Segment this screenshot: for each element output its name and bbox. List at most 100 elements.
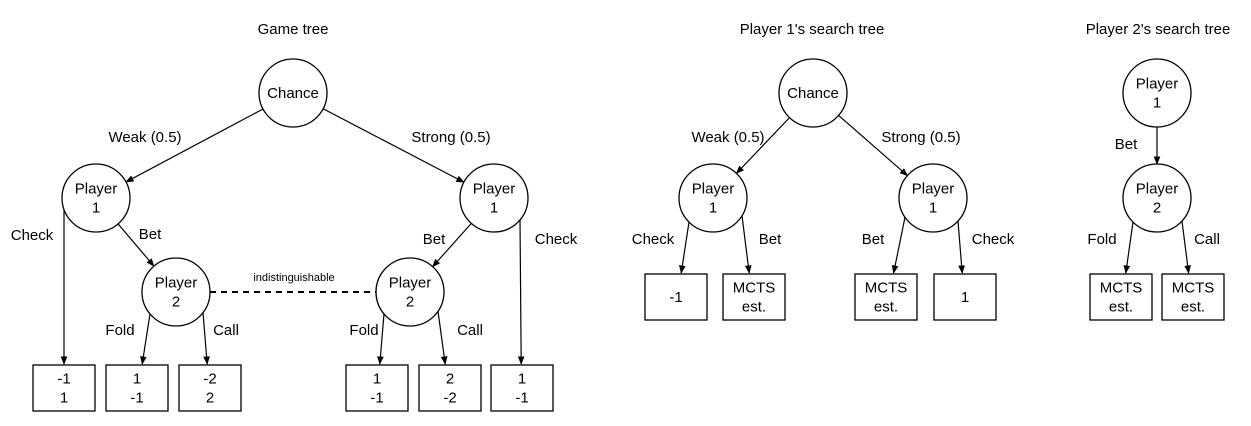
game-tree-heading: Game tree <box>257 21 329 38</box>
node-label-s1-leaf3-0: MCTS <box>865 280 908 297</box>
node-label-g-leaf6-0: 1 <box>518 371 526 388</box>
node-label-g-leaf2-1: -1 <box>130 390 143 407</box>
edge-label-s2-bet: Bet <box>1115 136 1138 153</box>
s1-edge-bet-right <box>891 217 906 274</box>
node-circle-s1-p1-weak: Player 1 <box>678 163 748 233</box>
edge-label-g-fold-left: Fold <box>105 322 134 339</box>
edge-fold-right <box>377 313 385 365</box>
node-label-s1-leaf1-0: -1 <box>669 289 682 306</box>
edge-label-s2-call: Call <box>1194 231 1220 248</box>
edge-label-g-bet-left: Bet <box>139 226 162 243</box>
player2-search-tree-heading: Player 2's search tree <box>1085 21 1231 38</box>
leaf-box-g-leaf2: 1-1 <box>105 364 169 412</box>
node-label-s1-leaf2-0: MCTS <box>733 280 776 297</box>
leaf-box-g-leaf6: 1-1 <box>490 364 554 412</box>
leaf-box-g-leaf3: -22 <box>178 364 242 412</box>
edge-chance-to-player1-weak <box>125 108 264 183</box>
node-label-g-p2-right-0: Player <box>389 275 432 292</box>
node-label-g-p1-strong-1: 1 <box>490 200 498 217</box>
node-label-g-p1-weak-0: Player <box>75 181 118 198</box>
node-circle-g-p1-weak: Player 1 <box>61 163 131 233</box>
node-label-s1-chance-0: Chance <box>787 85 839 102</box>
node-label-g-leaf1-0: -1 <box>57 371 70 388</box>
node-label-s2-p1-0: Player <box>1136 76 1179 93</box>
edge-check-right <box>517 219 525 365</box>
node-label-g-leaf5-0: 2 <box>446 371 454 388</box>
node-label-g-chance-0: Chance <box>267 85 319 102</box>
edge-label-g-call-left: Call <box>213 322 239 339</box>
node-label-g-leaf3-0: -2 <box>203 371 216 388</box>
s2-edge-call <box>1181 220 1191 274</box>
node-label-g-leaf4-0: 1 <box>373 371 381 388</box>
node-label-g-p2-left-0: Player <box>155 275 198 292</box>
leaf-box-g-leaf1: -11 <box>32 364 96 412</box>
edge-label-s1-bet-right: Bet <box>862 231 885 248</box>
edge-label-s1-strong: Strong (0.5) <box>881 129 960 146</box>
edge-label-g-check-right: Check <box>535 231 578 248</box>
node-label-g-leaf3-1: 2 <box>206 390 214 407</box>
node-label-s2-leaf2-0: MCTS <box>1172 280 1215 297</box>
node-circle-g-p2-right: Player 2 <box>375 257 445 327</box>
edge-label-s1-weak: Weak (0.5) <box>691 129 764 146</box>
node-circle-s2-p1: Player 1 <box>1122 58 1192 128</box>
node-label-s2-p2-1: 2 <box>1153 200 1161 217</box>
leaf-box-g-leaf5: 2-2 <box>418 364 482 412</box>
node-label-g-leaf1-1: 1 <box>60 390 68 407</box>
edge-label-g-fold-right: Fold <box>349 322 378 339</box>
leaf-box-s2-leaf2: MCTS est. <box>1161 273 1225 321</box>
edge-label-g-strong: Strong (0.5) <box>411 129 490 146</box>
s1-edge-chance-to-player1-strong <box>838 114 909 177</box>
leaf-box-s1-leaf3: MCTS est. <box>854 273 918 321</box>
edge-bet-left <box>117 223 155 267</box>
node-circle-g-p2-left: Player 2 <box>141 257 211 327</box>
node-label-s2-p1-1: 1 <box>1153 95 1161 112</box>
edge-label-s2-fold: Fold <box>1087 231 1116 248</box>
s2-edge-fold <box>1123 221 1134 274</box>
node-circle-s2-p2: Player 2 <box>1122 163 1192 233</box>
node-label-s1-leaf2-1: est. <box>742 299 766 316</box>
edge-call-right <box>437 311 448 365</box>
player1-search-tree-heading: Player 1's search tree <box>739 21 885 38</box>
node-label-s1-p1-weak-1: 1 <box>709 200 717 217</box>
edge-bet-right <box>432 222 472 268</box>
node-label-s2-leaf2-1: est. <box>1181 299 1205 316</box>
node-label-s2-p2-0: Player <box>1136 181 1179 198</box>
leaf-box-s2-leaf1: MCTS est. <box>1089 273 1153 321</box>
node-circle-g-chance: Chance <box>258 58 328 128</box>
node-label-g-leaf4-1: -1 <box>370 390 383 407</box>
edge-chance-to-player1-strong <box>322 108 465 183</box>
node-label-s1-p1-weak-0: Player <box>692 181 735 198</box>
edge-fold-left <box>140 313 151 365</box>
node-circle-s1-chance: Chance <box>778 58 848 128</box>
edge-label-s1-bet-left: Bet <box>759 231 782 248</box>
node-label-g-p2-left-1: 2 <box>172 294 180 311</box>
leaf-box-s1-leaf2: MCTS est. <box>722 273 786 321</box>
edge-label-s1-check-left: Check <box>632 231 675 248</box>
node-label-s1-p1-strong-0: Player <box>912 181 955 198</box>
node-label-g-leaf2-0: 1 <box>133 371 141 388</box>
edge-label-s1-check-right: Check <box>972 231 1015 248</box>
s1-edge-chance-to-player1-weak <box>735 117 790 174</box>
edge-label-g-check-left: Check <box>11 227 54 244</box>
node-label-s1-leaf3-1: est. <box>874 299 898 316</box>
edge-label-g-call-right: Call <box>457 322 483 339</box>
leaf-box-g-leaf4: 1-1 <box>345 364 409 412</box>
node-circle-g-p1-strong: Player 1 <box>459 163 529 233</box>
node-label-s2-leaf1-0: MCTS <box>1100 280 1143 297</box>
s1-edge-bet-left <box>741 215 752 274</box>
leaf-box-s1-leaf1: -1 <box>644 273 708 321</box>
leaf-box-s1-leaf4: 1 <box>933 273 997 321</box>
node-label-g-p2-right-1: 2 <box>406 294 414 311</box>
node-label-g-leaf6-1: -1 <box>515 390 528 407</box>
node-label-g-leaf5-1: -2 <box>443 390 456 407</box>
node-label-g-p1-weak-1: 1 <box>92 200 100 217</box>
s1-edge-check-right <box>957 220 965 274</box>
edge-label-indistinguishable: indistinguishable <box>253 272 334 284</box>
edge-label-g-bet-right: Bet <box>423 231 446 248</box>
node-label-s2-leaf1-1: est. <box>1109 299 1133 316</box>
node-label-g-p1-strong-0: Player <box>473 181 516 198</box>
s1-edge-check-left <box>679 221 690 274</box>
edge-label-g-weak: Weak (0.5) <box>108 129 181 146</box>
